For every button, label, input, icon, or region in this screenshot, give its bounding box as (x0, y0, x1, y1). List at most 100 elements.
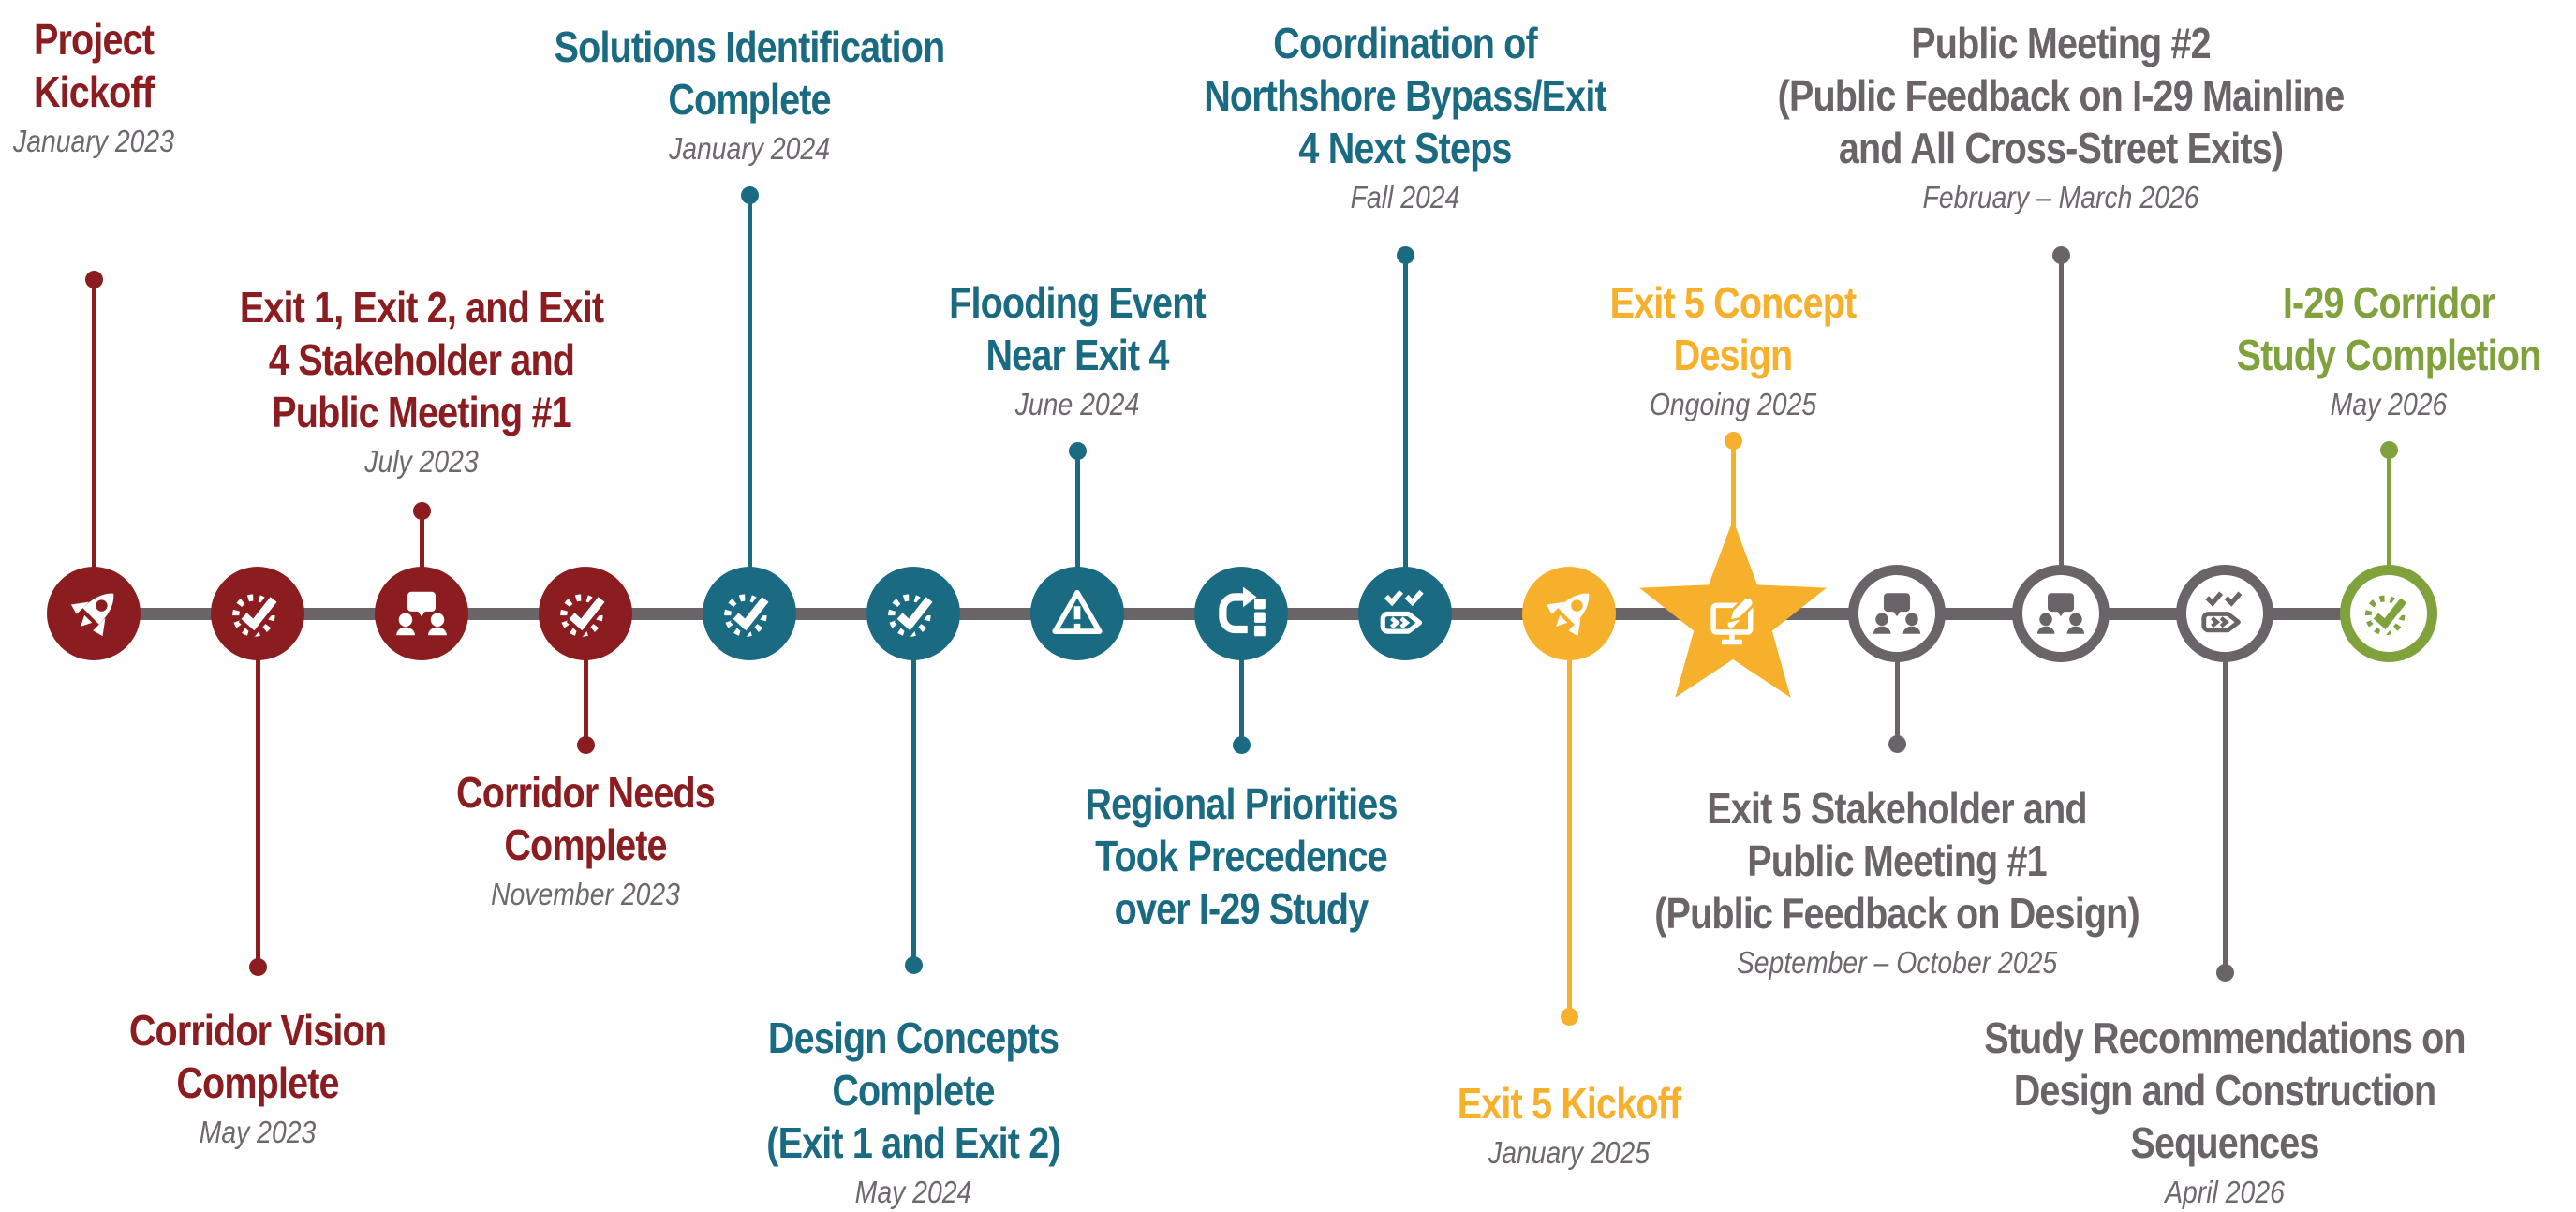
coordination-northshore-bypass-connector (1402, 255, 1408, 613)
solutions-identification-complete-title: Solutions Identification Complete (554, 22, 946, 125)
rocket-icon (70, 593, 114, 637)
study-recommendations-node (2176, 565, 2273, 662)
coordination-northshore-bypass-dot (1396, 245, 1414, 264)
project-kickoff-connector (91, 279, 96, 613)
exit5-kickoff-title: Exit 5 Kickoff (1457, 1079, 1681, 1128)
exit124-public-meeting-1-title: Exit 1, Exit 2, and Exit 4 Stakeholder a… (239, 283, 604, 437)
exit5-kickoff-node (1522, 567, 1616, 660)
exit124-public-meeting-1-node (375, 567, 468, 660)
roadmap-icon (2201, 591, 2243, 633)
exit124-public-meeting-1-label: Exit 1, Exit 2, and Exit 4 Stakeholder a… (0, 281, 890, 480)
study-recommendations-title: Study Recommendations on Design and Cons… (1984, 1013, 2465, 1168)
corridor-needs-complete-date: November 2023 (491, 877, 680, 912)
i29-study-completion-title: I-29 Corridor Study Completion (2236, 278, 2542, 380)
corridor-needs-complete-dot (576, 735, 595, 754)
design-icon (1710, 596, 1755, 645)
i29-study-completion-dot (2379, 440, 2398, 459)
roadmap-icon (1380, 589, 1424, 634)
project-kickoff-dot (84, 270, 103, 288)
regional-priorities-connector (1238, 613, 1244, 745)
exit5-public-meeting-1-title: Exit 5 Stakeholder and Public Meeting #1… (1654, 784, 2139, 939)
flooding-event-near-exit-4-dot (1068, 441, 1087, 460)
exit5-kickoff-date: January 2025 (1488, 1135, 1650, 1171)
star-milestone-shape (1639, 520, 1827, 698)
coordination-northshore-bypass-node (1358, 567, 1452, 660)
design-concepts-complete-title: Design Concepts Complete (Exit 1 and Exi… (766, 1013, 1060, 1168)
public-meeting-2-label: Public Meeting #2 (Public Feedback on I-… (1592, 17, 2529, 215)
public-meeting-2-connector (2058, 255, 2064, 613)
clock-check-icon (888, 594, 936, 637)
study-recommendations-label: Study Recommendations on Design and Cons… (1756, 1012, 2576, 1210)
refresh-tasks-icon (1219, 586, 1266, 637)
corridor-vision-complete-date: May 2023 (199, 1115, 317, 1150)
exit5-kickoff-dot (1560, 1007, 1578, 1026)
regional-priorities-title: Regional Priorities Took Precedence over… (1085, 779, 1398, 934)
exit5-public-meeting-1-node (1848, 565, 1946, 662)
solutions-identification-complete-connector (747, 195, 752, 613)
study-recommendations-dot (2215, 963, 2234, 982)
meeting-icon (1873, 593, 1921, 634)
regional-priorities-dot (1232, 735, 1251, 754)
solutions-identification-complete-dot (740, 185, 759, 204)
exit5-kickoff-connector (1566, 613, 1572, 1016)
exit5-public-meeting-1-connector (1894, 613, 1900, 744)
i29-study-completion-label: I-29 Corridor Study Completion May 2026 (1920, 276, 2576, 422)
project-kickoff-date: January 2023 (13, 124, 174, 159)
corridor-needs-complete-title: Corridor Needs Complete (456, 768, 716, 870)
solutions-identification-complete-label: Solutions Identification Complete Januar… (281, 21, 1218, 167)
solutions-identification-complete-date: January 2024 (669, 131, 830, 167)
exit124-public-meeting-1-dot (412, 501, 431, 520)
flooding-event-near-exit-4-title: Flooding Event Near Exit 4 (949, 278, 1207, 380)
flooding-event-near-exit-4-label: Flooding Event Near Exit 4 June 2024 (609, 276, 1546, 422)
exit124-public-meeting-1-date: July 2023 (364, 444, 479, 480)
project-kickoff-title: Project Kickoff (33, 15, 155, 117)
exit124-public-meeting-1-connector (419, 510, 424, 613)
solutions-identification-complete-node (703, 567, 796, 660)
clock-check-icon (232, 594, 280, 637)
i29-study-completion-node (2340, 565, 2437, 662)
corridor-vision-complete-dot (248, 957, 267, 976)
project-kickoff-label: Project Kickoff January 2023 (0, 13, 562, 159)
corridor-vision-complete-title: Corridor Vision Complete (128, 1006, 387, 1108)
design-concepts-complete-label: Design Concepts Complete (Exit 1 and Exi… (445, 1012, 1382, 1210)
corridor-vision-complete-label: Corridor Vision Complete May 2023 (0, 1004, 726, 1150)
public-meeting-2-title: Public Meeting #2 (Public Feedback on I-… (1777, 19, 2346, 173)
clock-check-icon (560, 594, 608, 637)
coordination-northshore-bypass-date: Fall 2024 (1350, 180, 1460, 215)
regional-priorities-node (1194, 567, 1288, 660)
flooding-event-near-exit-4-connector (1074, 451, 1080, 613)
regional-priorities-label: Regional Priorities Took Precedence over… (773, 777, 1710, 935)
public-meeting-2-dot (2051, 245, 2070, 264)
coordination-northshore-bypass-label: Coordination of Northshore Bypass/Exit 4… (937, 17, 1873, 215)
flooding-event-near-exit-4-date: June 2024 (1014, 387, 1140, 422)
corridor-needs-complete-node (539, 567, 632, 660)
meeting-icon (2036, 593, 2085, 634)
design-concepts-complete-node (866, 567, 960, 660)
exit5-concept-design-dot (1724, 431, 1742, 450)
rocket-icon (1546, 593, 1590, 637)
study-recommendations-connector (2222, 613, 2228, 972)
clock-check-icon (724, 594, 772, 637)
design-concepts-complete-dot (904, 955, 923, 974)
corridor-vision-complete-connector (255, 613, 260, 967)
public-meeting-2-date: February – March 2026 (1922, 180, 2199, 215)
design-concepts-complete-date: May 2024 (854, 1175, 972, 1210)
clock-check-icon (2364, 595, 2410, 636)
corridor-vision-complete-node (211, 567, 304, 660)
exit5-public-meeting-1-label: Exit 5 Stakeholder and Public Meeting #1… (1429, 782, 2365, 981)
design-concepts-complete-connector (910, 613, 916, 965)
exit5-concept-design-label: Exit 5 Concept Design Ongoing 2025 (1265, 276, 2201, 422)
exit5-public-meeting-1-date: September – October 2025 (1736, 945, 2058, 981)
i29-study-completion-connector (2386, 450, 2391, 613)
i29-study-completion-date: May 2026 (2330, 387, 2448, 422)
public-meeting-2-node (2012, 565, 2110, 662)
corridor-needs-complete-label: Corridor Needs Complete November 2023 (117, 766, 1054, 912)
warning-icon (1052, 589, 1103, 634)
exit5-public-meeting-1-dot (1888, 734, 1906, 753)
exit5-kickoff-label: Exit 5 Kickoff January 2025 (1101, 1077, 2037, 1171)
flooding-event-near-exit-4-node (1030, 567, 1124, 660)
corridor-needs-complete-connector (583, 613, 588, 745)
meeting-icon (396, 591, 447, 636)
study-recommendations-date: April 2026 (2165, 1175, 2285, 1210)
